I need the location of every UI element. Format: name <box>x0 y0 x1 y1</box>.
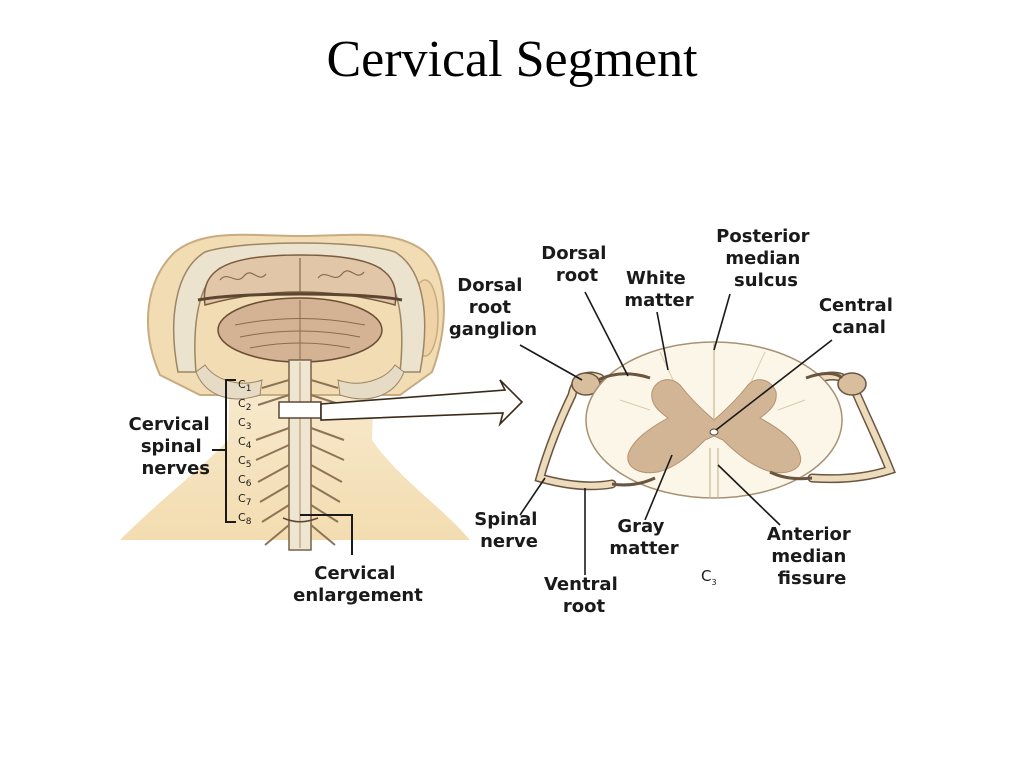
label-gray-matter-1: Gray <box>617 516 664 537</box>
svg-text:Gray matter: Gray matter <box>609 516 678 559</box>
label-dorsal-root-ganglion-3: ganglion <box>449 319 537 340</box>
label-anterior-median-fissure-2: median <box>771 546 846 567</box>
diagram-labels: Cervical spinal nerves Cervical enlargem… <box>129 226 899 617</box>
anterior-median-fissure <box>709 448 719 498</box>
segment-bracket <box>212 379 236 523</box>
label-cervical-enlargement-2: enlargement <box>293 585 423 606</box>
svg-text:Ventral root: Ventral root <box>544 574 624 617</box>
label-ventral-root-2: root <box>563 596 606 617</box>
svg-text:Anterior median fi: Anterior median fissure <box>767 524 857 589</box>
leader-lines <box>519 291 833 575</box>
segment-label-c8: C8 <box>238 511 252 527</box>
label-ventral-root-1: Ventral <box>544 574 618 595</box>
segment-label-c1: C1 <box>238 378 251 394</box>
label-spinal-nerve-2: nerve <box>480 531 538 552</box>
segment-label-c4: C4 <box>238 435 252 451</box>
label-gray-matter-2: matter <box>609 538 678 559</box>
tentorium <box>197 292 403 302</box>
head-neck-illustration <box>120 233 470 555</box>
label-posterior-median-sulcus-3: sulcus <box>734 270 798 291</box>
ventral-root <box>611 476 656 487</box>
svg-text:Posterior median s: Posterior median sulcus <box>716 226 816 291</box>
svg-text:Dorsal root gangli: Dorsal root ganglion <box>449 275 537 340</box>
label-white-matter-1: White <box>626 268 686 289</box>
segment-letter: C <box>701 567 711 585</box>
enlargement-bracket <box>300 514 353 555</box>
label-white-matter-2: matter <box>624 290 693 311</box>
label-cervical-spinal-nerves-2: spinal <box>141 436 202 457</box>
cut-section <box>278 401 322 419</box>
label-posterior-median-sulcus-2: median <box>725 248 800 269</box>
label-cervical-spinal-nerves-1: Cervical <box>129 414 210 435</box>
label-cervical-enlargement-1: Cervical <box>314 563 395 584</box>
spinal-nerve-branches <box>255 379 345 546</box>
label-central-canal-2: canal <box>832 317 886 338</box>
label-anterior-median-fissure-1: Anterior <box>767 524 851 545</box>
label-dorsal-root-ganglion-1: Dorsal <box>457 275 522 296</box>
svg-text:Cervical enlargement: Cervical enlargement <box>293 563 423 606</box>
svg-text:Spinal nerve: Spinal nerve <box>474 509 543 552</box>
central-canal <box>709 428 719 436</box>
svg-text:Central canal: Central canal <box>819 295 899 338</box>
label-segment-c3: C3 <box>701 567 717 587</box>
label-spinal-nerve-1: Spinal <box>474 509 537 530</box>
segment-label-c3: C3 <box>238 416 251 432</box>
segment-number: 3 <box>711 578 716 587</box>
svg-text:White matter: White matter <box>624 268 693 311</box>
label-dorsal-root-2: root <box>556 265 599 286</box>
segment-label-c5: C5 <box>238 454 251 470</box>
segment-label-c6: C6 <box>238 473 252 489</box>
label-posterior-median-sulcus-1: Posterior <box>716 226 809 247</box>
section-arrow <box>320 379 524 427</box>
gray-matter <box>627 379 802 474</box>
label-cervical-spinal-nerves-3: nerves <box>141 458 210 479</box>
dorsal-root <box>597 372 651 382</box>
svg-text:Cervical spinal ne: Cervical spinal nerves <box>129 414 216 479</box>
segment-label-c7: C7 <box>238 492 251 508</box>
svg-text:Dorsal root: Dorsal root <box>541 243 613 286</box>
right-ganglion <box>837 372 867 396</box>
label-dorsal-root-ganglion-2: root <box>469 297 512 318</box>
page-title: Cervical Segment <box>326 31 698 88</box>
label-dorsal-root-1: Dorsal <box>541 243 606 264</box>
segment-label-c2: C2 <box>238 397 251 413</box>
label-central-canal-1: Central <box>819 295 893 316</box>
label-anterior-median-fissure-3: fissure <box>778 568 847 589</box>
cross-section <box>534 341 896 499</box>
